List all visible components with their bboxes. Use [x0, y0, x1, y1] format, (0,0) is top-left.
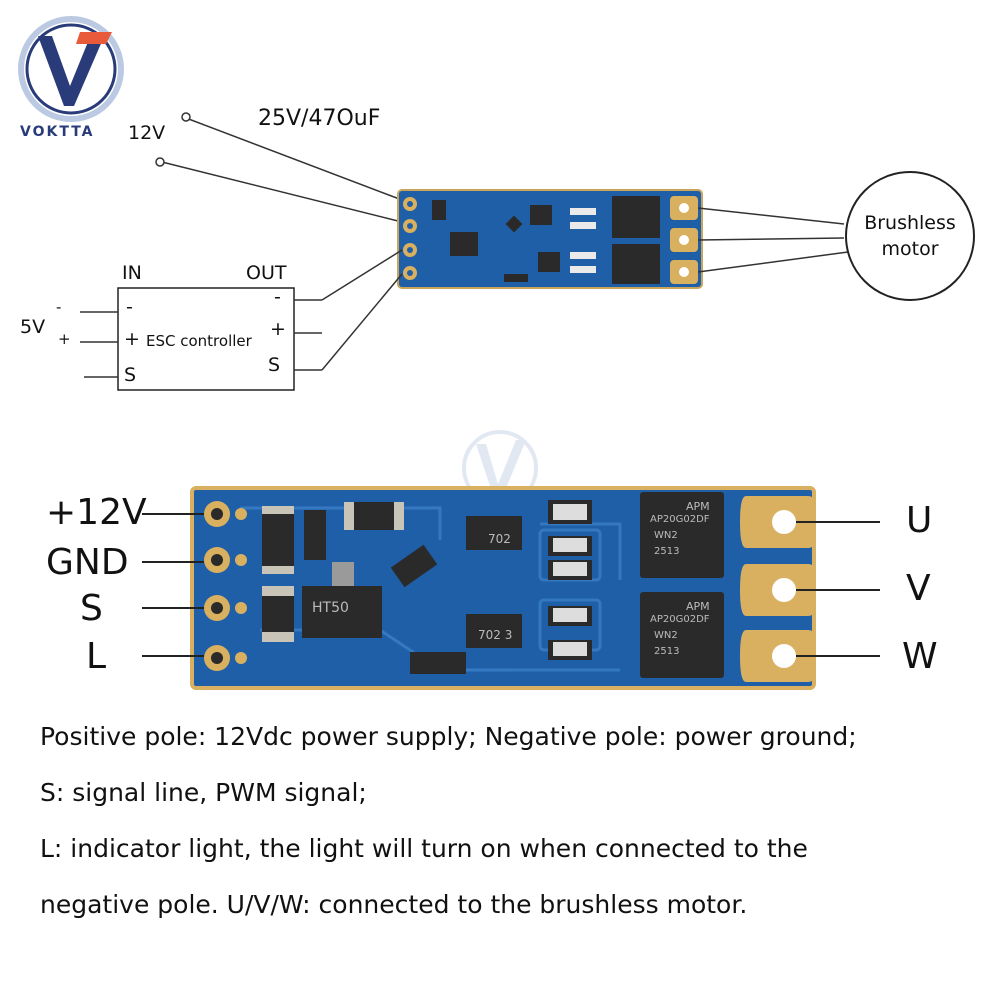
esc-out-label: OUT — [246, 262, 287, 284]
motor-circle — [845, 171, 975, 301]
components — [262, 492, 724, 678]
apm-lower-code: WN2 — [654, 630, 678, 641]
pin-label-l: L — [86, 636, 107, 677]
apm-lower-part: AP20G02DF — [650, 614, 710, 625]
right-pads — [740, 496, 814, 682]
pin-label-w: W — [902, 636, 938, 677]
esc-in-s: S — [124, 364, 137, 386]
pin-leaders — [142, 513, 880, 657]
board-closeup — [142, 430, 880, 690]
apm-upper-date: 2513 — [654, 546, 680, 557]
esc-box — [117, 287, 295, 391]
esc-title: ESC controller — [146, 332, 252, 350]
chip-mark-702a: 702 — [488, 532, 511, 546]
esc-out-minus: - — [274, 286, 281, 308]
pin-label-v: V — [906, 568, 931, 609]
pin-label-12v: +12V — [46, 492, 147, 533]
apm-upper-part: AP20G02DF — [650, 514, 710, 525]
desc-line-3: L: indicator light, the light will turn … — [40, 834, 808, 863]
small-board — [397, 189, 703, 289]
supply-plus: + — [58, 330, 71, 348]
motor-label-line1: Brushless — [864, 212, 956, 234]
motor-label-line2: motor — [881, 238, 939, 260]
supply-voltage: 5V — [20, 316, 46, 338]
esc-in-plus: + — [124, 328, 140, 350]
wiring-diagram — [80, 112, 975, 391]
pin-label-u: U — [906, 500, 933, 541]
pin-label-gnd: GND — [46, 542, 129, 583]
voktta-logo — [18, 16, 124, 122]
desc-line-4: negative pole. U/V/W: connected to the b… — [40, 890, 748, 919]
capacitor-label: 25V/47OuF — [258, 106, 381, 131]
esc-in-minus: - — [126, 296, 133, 318]
supply-leads — [155, 112, 403, 223]
apm-lower-brand: APM — [686, 600, 710, 613]
voltage-label: 12V — [128, 122, 166, 144]
left-pads — [204, 501, 247, 671]
brand-name: VOKTTA — [20, 124, 95, 140]
chip-mark-702b: 702 3 — [478, 628, 513, 642]
pin-label-s: S — [80, 588, 103, 629]
desc-line-1: Positive pole: 12Vdc power supply; Negat… — [40, 722, 857, 751]
apm-lower-date: 2513 — [654, 646, 680, 657]
motor-leads — [697, 207, 849, 273]
supply-minus: - — [56, 298, 62, 316]
desc-line-2: S: signal line, PWM signal; — [40, 778, 367, 807]
apm-upper-brand: APM — [686, 500, 710, 513]
esc-out-s: S — [268, 354, 281, 376]
esc-in-label: IN — [122, 262, 142, 284]
apm-upper-code: WN2 — [654, 530, 678, 541]
chip-mark-ht50: HT50 — [312, 600, 349, 616]
esc-out-plus: + — [270, 318, 286, 340]
esc-leads — [80, 249, 403, 378]
